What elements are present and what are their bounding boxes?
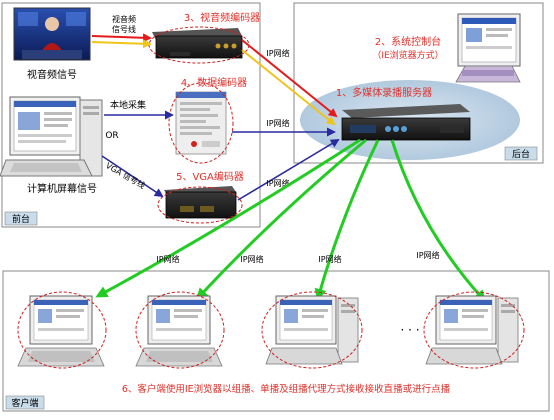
av-cable-yellow <box>91 39 152 49</box>
vga-to-server-arrow <box>237 138 340 201</box>
console-device <box>455 13 521 83</box>
av-encoder-device <box>152 28 243 59</box>
av-to-server-red <box>241 39 338 118</box>
av-encoder-label: 3、视音频编码器 <box>184 11 260 24</box>
av-cable-label-1: 视音频 <box>112 14 136 24</box>
video-source-image <box>13 7 91 61</box>
more-clients-ellipsis: · · · <box>400 323 419 337</box>
vga-cable-arrow <box>101 155 164 198</box>
client-2-highlight <box>135 291 225 369</box>
client-label: 客户端 <box>11 397 38 409</box>
server-to-client-3 <box>314 139 380 301</box>
ip-label-4: IP网络 <box>156 254 179 264</box>
computer-source-label: 计算机屏幕信号 <box>27 182 97 195</box>
vga-encoder-device <box>164 186 237 219</box>
server-device <box>341 104 471 141</box>
local-capture-label: 本地采集 <box>110 99 146 111</box>
ip-label-5: IP网络 <box>240 254 263 264</box>
back-label: 后台 <box>512 148 530 160</box>
av-cable-label-2: 信号线 <box>112 24 136 34</box>
client-caption: 6、客户端使用IE浏览器以组播、单播及组播代理方式接收接收直播或进行点播 <box>122 383 451 395</box>
server-to-client-2 <box>195 138 367 301</box>
console-label-line2: （IE浏览器方式） <box>372 49 443 61</box>
av-to-server-yellow <box>241 49 336 126</box>
computer-source-image <box>0 96 103 177</box>
client-pc-1 <box>17 295 105 367</box>
client-4-highlight <box>423 291 525 369</box>
client-pc-2 <box>135 295 223 367</box>
ip-label-3: IP网络 <box>266 178 289 188</box>
ip-label-7: IP网络 <box>416 250 439 260</box>
or-label: OR <box>105 131 118 141</box>
av-cable-red <box>91 33 152 43</box>
server-label: 1、多媒体录播服务器 <box>336 86 432 99</box>
client-pc-4 <box>425 295 519 365</box>
ip-label-1: IP网络 <box>266 48 289 58</box>
ip-label-6: IP网络 <box>318 254 341 264</box>
data-encoder-highlight <box>168 82 234 164</box>
client-3-highlight <box>261 291 363 369</box>
console-label-line1: 2、系统控制台 <box>375 35 441 48</box>
client-pc-3 <box>265 295 359 365</box>
server-to-client-4 <box>390 139 487 303</box>
vga-encoder-label: 5、VGA编码器 <box>176 170 244 183</box>
vga-encoder-highlight <box>157 186 243 224</box>
video-source-label: 视音频信号 <box>27 68 77 81</box>
ip-label-2: IP网络 <box>266 118 289 128</box>
server-to-client-1 <box>95 138 361 298</box>
client-1-highlight <box>17 291 107 369</box>
data-encoder-device <box>175 91 227 155</box>
front-label: 前台 <box>12 213 30 225</box>
data-encoder-label: 4、数据编码器 <box>181 76 247 89</box>
